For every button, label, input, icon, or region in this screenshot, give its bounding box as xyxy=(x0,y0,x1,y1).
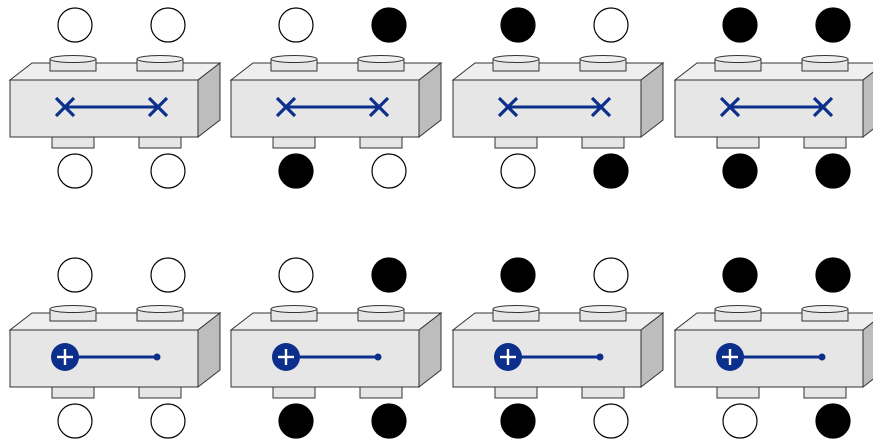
block-top-face xyxy=(8,62,222,81)
filled-dot xyxy=(722,7,758,43)
cross-icon xyxy=(497,96,519,118)
peg-top xyxy=(579,305,627,313)
filled-dot xyxy=(500,7,536,43)
end-dot xyxy=(374,353,382,361)
block-2-4 xyxy=(673,257,873,439)
block-top-face xyxy=(8,312,222,331)
filled-dot xyxy=(278,153,314,189)
plus-icon xyxy=(716,343,744,371)
cross-icon xyxy=(368,96,390,118)
empty-dot xyxy=(500,153,536,189)
empty-dot xyxy=(278,257,314,293)
end-dot xyxy=(818,353,826,361)
block-1-4 xyxy=(673,7,873,189)
empty-dot xyxy=(150,403,186,439)
plus-icon xyxy=(494,343,522,371)
peg-top xyxy=(714,55,762,63)
cross-icon xyxy=(275,96,297,118)
block-front-face xyxy=(452,329,642,388)
peg-top xyxy=(357,55,405,63)
filled-dot xyxy=(593,153,629,189)
peg-top xyxy=(270,305,318,313)
filled-dot xyxy=(722,257,758,293)
peg-top xyxy=(801,305,849,313)
filled-dot xyxy=(815,7,851,43)
empty-dot xyxy=(150,153,186,189)
filled-dot xyxy=(278,403,314,439)
plus-icon xyxy=(51,343,79,371)
filled-dot xyxy=(371,7,407,43)
empty-dot xyxy=(150,7,186,43)
cross-icon xyxy=(147,96,169,118)
peg-top xyxy=(49,55,97,63)
block-1-2 xyxy=(229,7,443,189)
empty-dot xyxy=(57,257,93,293)
empty-dot xyxy=(57,153,93,189)
cross-icon xyxy=(54,96,76,118)
block-2-1 xyxy=(8,257,222,439)
empty-dot xyxy=(593,257,629,293)
empty-dot xyxy=(57,7,93,43)
empty-dot xyxy=(57,403,93,439)
peg-top xyxy=(579,55,627,63)
end-dot xyxy=(153,353,161,361)
block-top-face xyxy=(451,312,665,331)
filled-dot xyxy=(722,153,758,189)
filled-dot xyxy=(371,403,407,439)
empty-dot xyxy=(722,403,758,439)
block-top-face xyxy=(451,62,665,81)
block-top-face xyxy=(229,62,443,81)
peg-top xyxy=(714,305,762,313)
filled-dot xyxy=(815,153,851,189)
empty-dot xyxy=(278,7,314,43)
cross-icon xyxy=(719,96,741,118)
cross-icon xyxy=(590,96,612,118)
block-top-face xyxy=(229,312,443,331)
filled-dot xyxy=(815,403,851,439)
empty-dot xyxy=(593,403,629,439)
filled-dot xyxy=(371,257,407,293)
plus-icon xyxy=(272,343,300,371)
filled-dot xyxy=(500,257,536,293)
block-2-3 xyxy=(451,257,665,439)
filled-dot xyxy=(500,403,536,439)
peg-top xyxy=(492,55,540,63)
peg-top xyxy=(492,305,540,313)
block-1-3 xyxy=(451,7,665,189)
peg-top xyxy=(801,55,849,63)
empty-dot xyxy=(371,153,407,189)
empty-dot xyxy=(593,7,629,43)
empty-dot xyxy=(150,257,186,293)
filled-dot xyxy=(815,257,851,293)
block-1-1 xyxy=(8,7,222,189)
peg-top xyxy=(49,305,97,313)
peg-top xyxy=(136,55,184,63)
peg-top xyxy=(136,305,184,313)
cross-icon xyxy=(812,96,834,118)
end-dot xyxy=(596,353,604,361)
block-2-2 xyxy=(229,257,443,439)
peg-top xyxy=(357,305,405,313)
peg-top xyxy=(270,55,318,63)
